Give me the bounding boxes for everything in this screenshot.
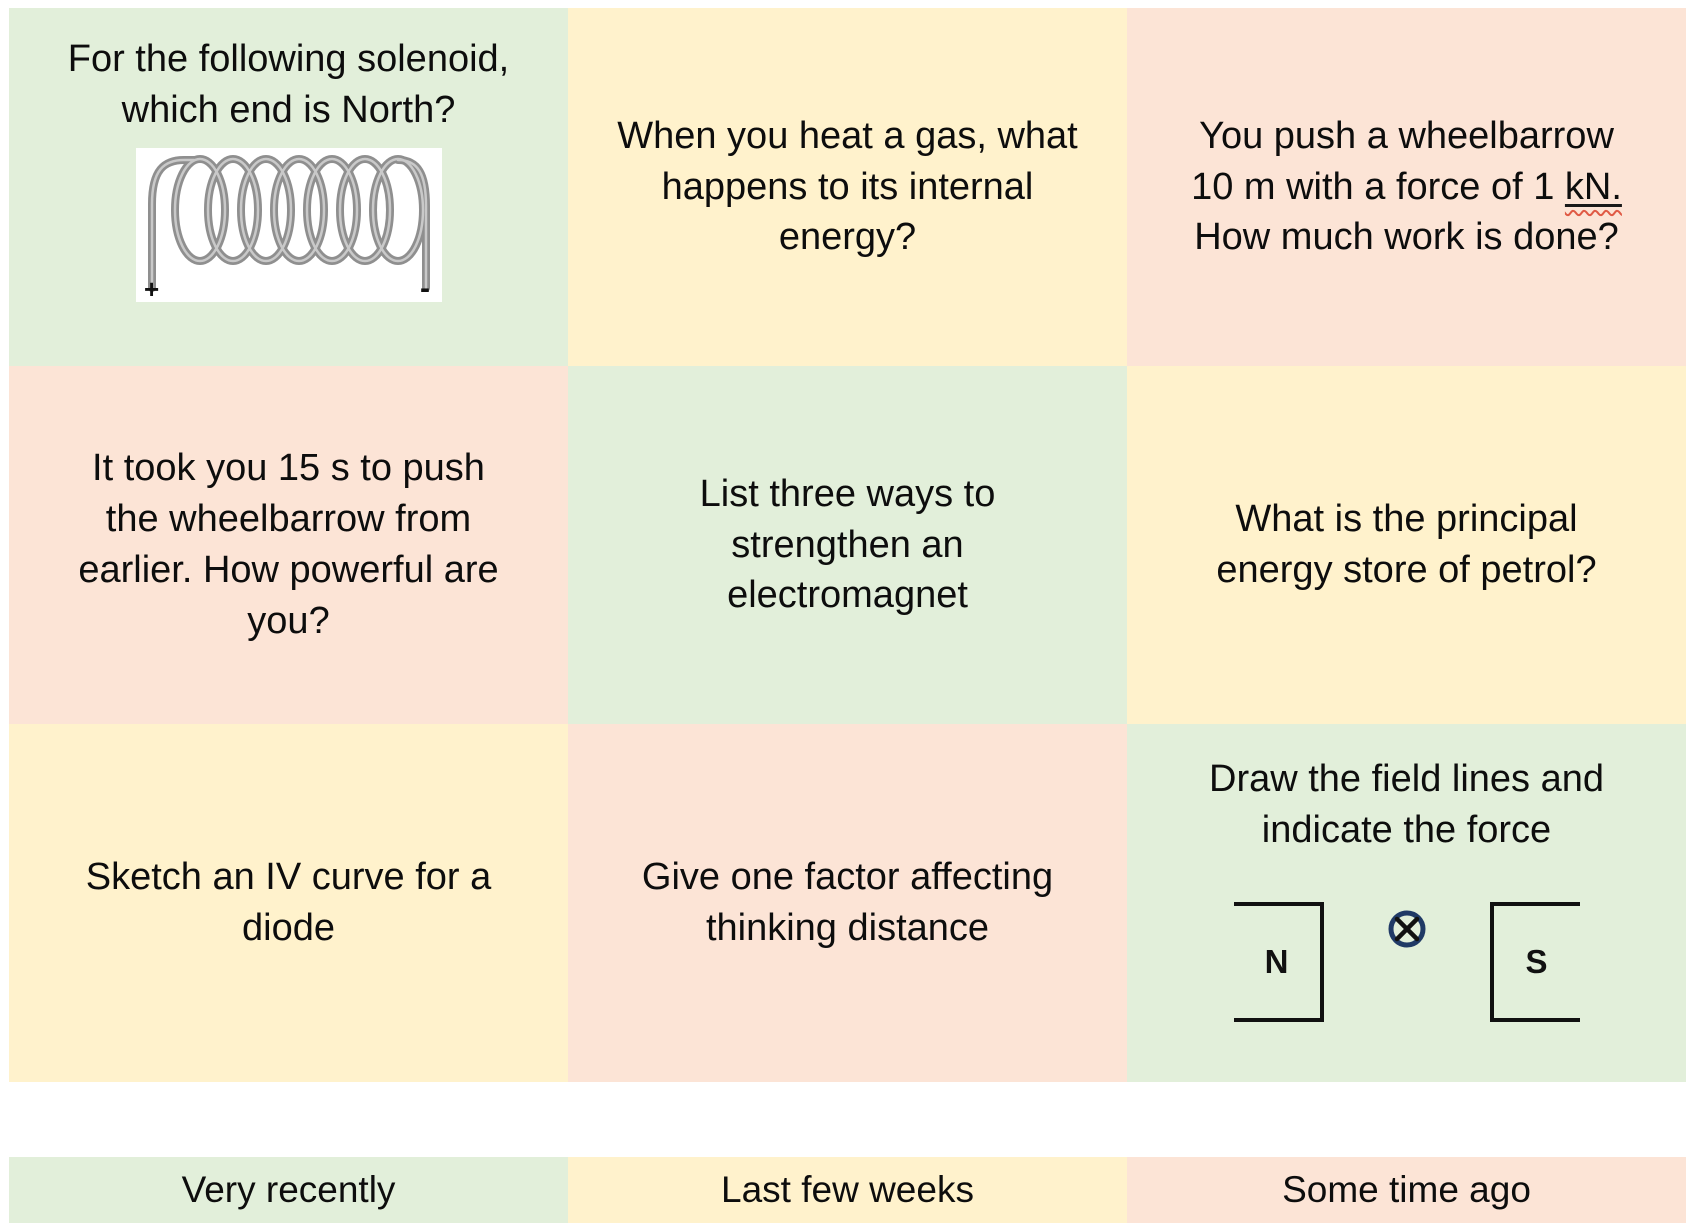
question-text: List three ways to strengthen an electro… [699,472,996,617]
solenoid-figure: + - [135,147,442,302]
card-iv-curve-diode: Sketch an IV curve for a diode [9,724,568,1082]
recency-legend: Very recently Last few weeks Some time a… [9,1157,1686,1223]
question-text: You push a wheelbarrow 10 m with a force… [1191,111,1622,264]
unit-kn-spellcheck: kN. [1564,165,1622,208]
legend-some-time-ago: Some time ago [1127,1157,1686,1223]
card-gas-internal-energy: When you heat a gas, what happens to its… [568,8,1127,366]
card-wheelbarrow-work: You push a wheelbarrow 10 m with a force… [1127,8,1686,366]
question-text: What is the principal energy store of pe… [1216,498,1597,591]
card-thinking-distance: Give one factor affecting thinking dista… [568,724,1127,1082]
question-grid: For the following solenoid, which end is… [9,8,1686,1082]
card-wheelbarrow-power: It took you 15 s to push the wheelbarrow… [9,366,568,724]
question-text: When you heat a gas, what happens to its… [617,114,1078,259]
south-pole-label: S [1525,942,1548,980]
unit-underline: kN. [1565,166,1622,208]
legend-very-recently: Very recently [9,1157,568,1223]
question-text-before: You push a wheelbarrow 10 m with a force… [1191,114,1614,208]
card-field-lines: Draw the field lines and indicate the fo… [1127,724,1686,1082]
card-electromagnet-strengthen: List three ways to strengthen an electro… [568,366,1127,724]
solenoid-minus-terminal-label: - [420,272,430,302]
question-text: Give one factor affecting thinking dista… [641,856,1054,949]
question-text-after: How much work is done? [1194,216,1619,259]
magnet-poles-figure: N S [1233,901,1580,1022]
north-pole-label: N [1264,942,1289,980]
magnet-pole-north: N [1233,901,1324,1022]
legend-label: Very recently [181,1169,396,1210]
magnet-pole-south: S [1489,901,1580,1022]
solenoid-coil-image: + - [135,147,442,302]
card-petrol-energy-store: What is the principal energy store of pe… [1127,366,1686,724]
current-into-page-icon [1386,908,1428,950]
question-text: It took you 15 s to push the wheelbarrow… [78,447,499,642]
solenoid-plus-terminal-label: + [144,274,159,302]
card-solenoid-question: For the following solenoid, which end is… [9,8,568,366]
legend-last-few-weeks: Last few weeks [568,1157,1127,1223]
question-text: Draw the field lines and indicate the fo… [1209,758,1604,851]
legend-label: Last few weeks [721,1169,974,1210]
question-text: Sketch an IV curve for a diode [85,856,492,949]
question-text: For the following solenoid, which end is… [67,38,510,131]
legend-label: Some time ago [1282,1169,1531,1210]
